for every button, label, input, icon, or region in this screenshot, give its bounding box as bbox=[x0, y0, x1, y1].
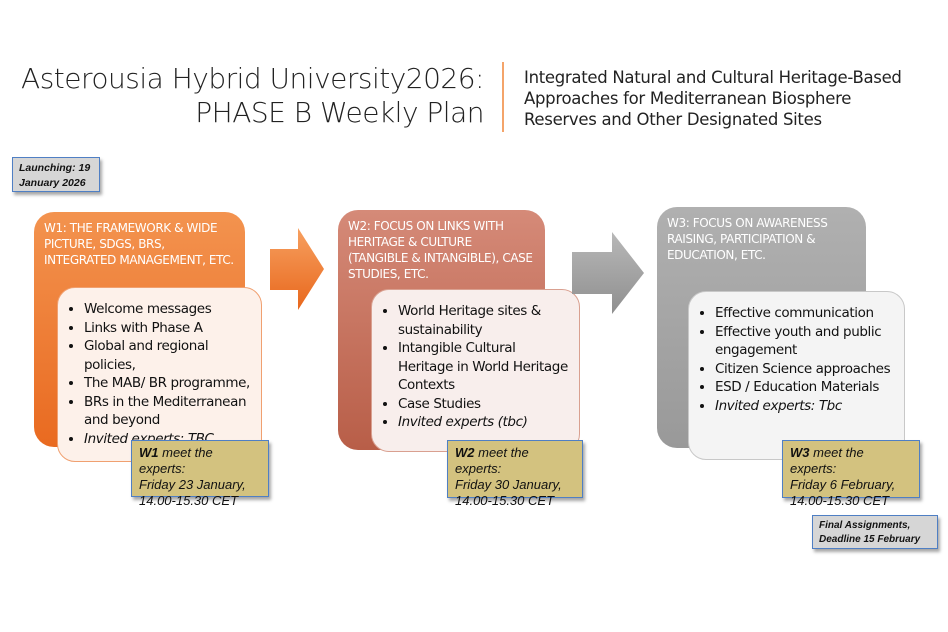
topic-item: Effective youth and public engagement bbox=[715, 323, 894, 360]
title-divider bbox=[502, 62, 504, 132]
week-2-topics: World Heritage sites & sustainabilityInt… bbox=[371, 289, 580, 452]
topic-item: BRs in the Mediterranean and beyond bbox=[84, 393, 251, 430]
title-line-2: PHASE B Weekly Plan bbox=[195, 96, 484, 129]
meet-date: Friday 23 January, bbox=[139, 477, 246, 492]
week-1-topics: Welcome messagesLinks with Phase AGlobal… bbox=[57, 287, 262, 462]
final-assignments-note: Final Assignments, Deadline 15 February bbox=[812, 515, 938, 549]
topic-item: Invited experts (tbc) bbox=[398, 413, 569, 432]
topic-item: The MAB/ BR programme, bbox=[84, 374, 251, 393]
topic-item: World Heritage sites & sustainability bbox=[398, 302, 569, 339]
final-line-1: Final Assignments, bbox=[819, 520, 911, 531]
week-1-meet-note: W1 meet the experts:Friday 23 January,14… bbox=[131, 440, 269, 508]
week-1-title: W1: THE FRAMEWORK & WIDE PICTURE, SDGs, … bbox=[44, 221, 234, 267]
final-line-2: Deadline 15 February bbox=[819, 533, 921, 545]
meet-text: meet the experts: bbox=[790, 445, 864, 476]
meet-text: meet the experts: bbox=[139, 445, 213, 476]
topic-item: Case Studies bbox=[398, 395, 569, 414]
main-title: Asterousia Hybrid University2026:PHASE B… bbox=[20, 62, 484, 130]
topic-item: Links with Phase A bbox=[84, 319, 251, 338]
launch-line-1: Launching: 19 bbox=[19, 162, 91, 174]
week-3-topics: Effective communicationEffective youth a… bbox=[688, 291, 905, 460]
topic-item: Citizen Science approaches bbox=[715, 360, 894, 379]
topic-item: Intangible Cultural Heritage in World He… bbox=[398, 339, 569, 395]
meet-date: Friday 30 January, bbox=[455, 477, 562, 492]
arrow-right-icon bbox=[572, 232, 644, 314]
title-line-1: Asterousia Hybrid University2026: bbox=[21, 62, 484, 95]
subtitle-line-2: Approaches for Mediterranean Biosphere bbox=[524, 89, 852, 108]
meet-date: Friday 6 February, bbox=[790, 477, 896, 492]
topic-item: Welcome messages bbox=[84, 300, 251, 319]
topic-item: ESD / Education Materials bbox=[715, 378, 894, 397]
meet-time: 14.00-15.30 CET bbox=[790, 493, 890, 508]
launch-note: Launching: 19 January 2026 bbox=[12, 157, 100, 192]
meet-time: 14.00-15.30 CET bbox=[455, 493, 555, 508]
topic-item: Effective communication bbox=[715, 304, 894, 323]
meet-text: meet the experts: bbox=[455, 445, 529, 476]
topic-item: Global and regional policies, bbox=[84, 337, 251, 374]
subtitle-line-1: Integrated Natural and Cultural Heritage… bbox=[524, 68, 902, 87]
meet-label: W3 bbox=[790, 445, 810, 460]
week-2-title: W2: FOCUS ON LINKS WITH HERITAGE & CULTU… bbox=[348, 219, 533, 281]
week-3-title: W3: FOCUS ON AWARENESS RAISING, PARTICIP… bbox=[667, 216, 828, 262]
topic-item: Invited experts: Tbc bbox=[715, 397, 894, 416]
arrow-right-icon bbox=[270, 228, 324, 310]
meet-label: W1 bbox=[139, 445, 159, 460]
meet-time: 14.00-15.30 CET bbox=[139, 493, 239, 508]
subtitle: Integrated Natural and Cultural Heritage… bbox=[524, 67, 944, 130]
launch-line-2: January 2026 bbox=[19, 177, 86, 189]
meet-label: W2 bbox=[455, 445, 475, 460]
week-3-meet-note: W3 meet the experts:Friday 6 February,14… bbox=[782, 440, 920, 508]
week-2-meet-note: W2 meet the experts:Friday 30 January,14… bbox=[447, 440, 583, 508]
subtitle-line-3: Reserves and Other Designated Sites bbox=[524, 110, 822, 129]
